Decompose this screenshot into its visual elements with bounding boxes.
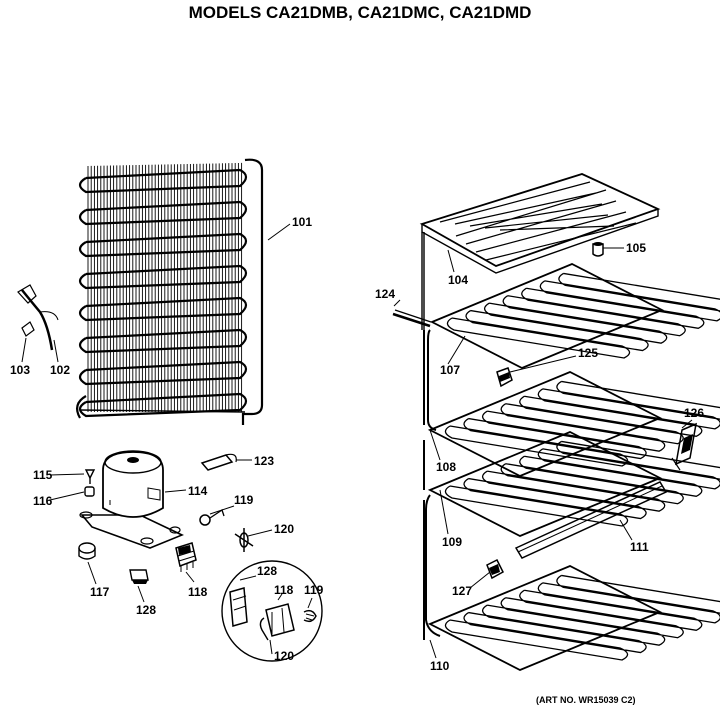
sleeve-116 [84, 486, 95, 497]
label-124: 124 [375, 287, 395, 301]
leader-lines [21, 223, 693, 659]
label-108: 108 [436, 460, 456, 474]
label-101: 101 [292, 215, 312, 229]
label-114: 114 [188, 484, 208, 498]
label-126: 126 [684, 406, 704, 420]
evaporator-assembly [392, 173, 720, 671]
label-103: 103 [10, 363, 30, 377]
fitting-105 [592, 242, 604, 257]
diagram-title: MODELS CA21DMB, CA21DMC, CA21DMD [189, 3, 532, 22]
label-116: 116 [33, 494, 53, 508]
label-115: 115 [33, 468, 53, 482]
evaporator-shelf [427, 431, 720, 537]
label-127: 127 [452, 584, 472, 598]
trim-strip-111 [514, 481, 668, 559]
detail-inset [221, 560, 323, 662]
label-109: 109 [442, 535, 462, 549]
label-111: 111 [630, 540, 649, 554]
label-110: 110 [430, 659, 450, 673]
label-105: 105 [626, 241, 646, 255]
evaporator-shelf [427, 565, 720, 671]
detail-label-128: 128 [257, 564, 277, 578]
capacitor-128 [129, 569, 149, 584]
detail-label-120: 120 [274, 649, 294, 663]
bracket-126 [671, 422, 697, 471]
clip-120 [234, 528, 254, 552]
harness-102 [17, 284, 59, 351]
clip-125 [496, 367, 513, 388]
label-123: 123 [254, 454, 274, 468]
condenser-101 [75, 158, 264, 425]
label-107: 107 [440, 363, 460, 377]
label-118: 118 [188, 585, 208, 599]
overload-119 [199, 508, 225, 526]
label-120: 120 [274, 522, 294, 536]
detail-label-119: 119 [304, 583, 324, 597]
label-125: 125 [578, 346, 598, 360]
relay-clip-123 [200, 453, 237, 471]
evaporator-shelf [427, 371, 720, 477]
label-117: 117 [90, 585, 110, 599]
grommet-115 [84, 469, 96, 484]
label-102: 102 [50, 363, 70, 377]
label-104: 104 [448, 273, 468, 287]
relay-118 [175, 542, 197, 572]
detail-label-118: 118 [274, 583, 294, 597]
compressor-114 [79, 450, 184, 549]
art-number: (ART NO. WR15039 C2) [536, 695, 636, 705]
clip-127 [486, 558, 504, 580]
clip-103 [21, 321, 35, 337]
plug-117 [78, 542, 96, 560]
label-128: 128 [136, 603, 156, 617]
label-119: 119 [234, 493, 254, 507]
evaporator-shelf [429, 263, 720, 369]
